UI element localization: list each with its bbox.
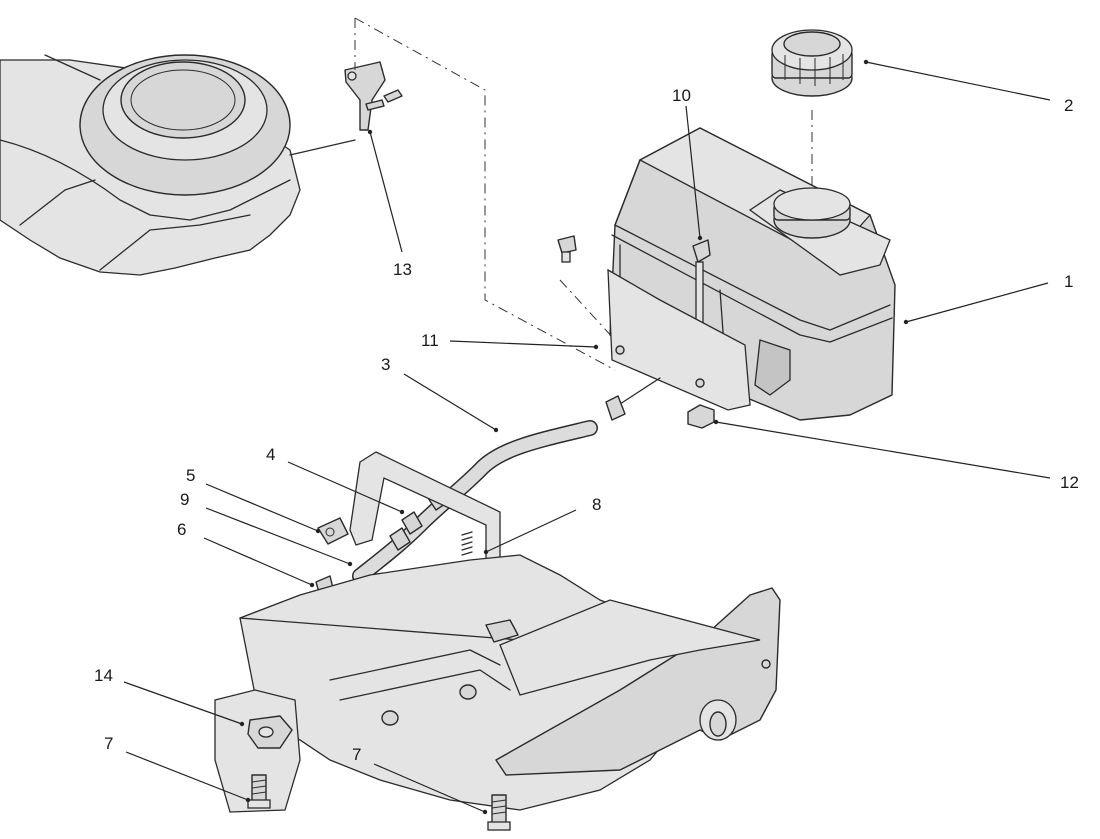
mounting-bracket-5 xyxy=(317,451,501,641)
bracket-14 xyxy=(247,715,293,749)
bolt-10 xyxy=(692,239,711,333)
callout-9: 9 xyxy=(180,490,353,567)
callout-label-10: 10 xyxy=(672,86,691,105)
callout-label-13: 13 xyxy=(393,260,412,279)
engine-pulley xyxy=(79,54,291,196)
bracket-13 xyxy=(344,61,403,131)
swing-arm-rail xyxy=(495,587,781,776)
callout-label-5: 5 xyxy=(186,466,195,485)
callout-label-6: 6 xyxy=(177,520,186,539)
callout-label-12: 12 xyxy=(1060,473,1079,492)
callout-5: 5 xyxy=(186,466,321,534)
spring-8 xyxy=(461,531,473,556)
callout-label-3: 3 xyxy=(381,355,390,374)
callout-7b: 7 xyxy=(352,745,488,815)
hose-3 xyxy=(352,377,661,584)
callout-14: 14 xyxy=(94,666,245,727)
bolt-7b xyxy=(487,794,511,831)
callout-label-8: 8 xyxy=(592,495,601,514)
mounting-plate-11 xyxy=(607,268,751,411)
callout-1: 1 xyxy=(903,272,1073,325)
filler-cap-2 xyxy=(771,29,853,97)
callout-label-7b: 7 xyxy=(352,745,361,764)
callout-label-7a: 7 xyxy=(104,734,113,753)
callout-label-1: 1 xyxy=(1064,272,1073,291)
callout-3: 3 xyxy=(381,355,499,433)
callout-label-4: 4 xyxy=(266,445,275,464)
bolt-7a xyxy=(247,774,271,809)
hose-clamp-9 xyxy=(389,527,411,551)
callout-7a: 7 xyxy=(104,734,251,803)
callout-10: 10 xyxy=(672,86,703,241)
callout-6: 6 xyxy=(177,520,315,588)
callout-4: 4 xyxy=(266,445,405,515)
callout-label-2: 2 xyxy=(1064,96,1073,115)
callout-2: 2 xyxy=(863,59,1073,115)
nut-12 xyxy=(687,404,715,429)
callout-label-9: 9 xyxy=(180,490,189,509)
pin-bolt xyxy=(557,235,577,263)
tank-filler-neck xyxy=(748,187,891,276)
callout-label-11: 11 xyxy=(421,331,439,350)
callout-8: 8 xyxy=(483,495,601,555)
callout-label-14: 14 xyxy=(94,666,113,685)
callout-11: 11 xyxy=(421,331,599,350)
callout-13: 13 xyxy=(367,129,412,279)
callout-12: 12 xyxy=(713,419,1079,492)
